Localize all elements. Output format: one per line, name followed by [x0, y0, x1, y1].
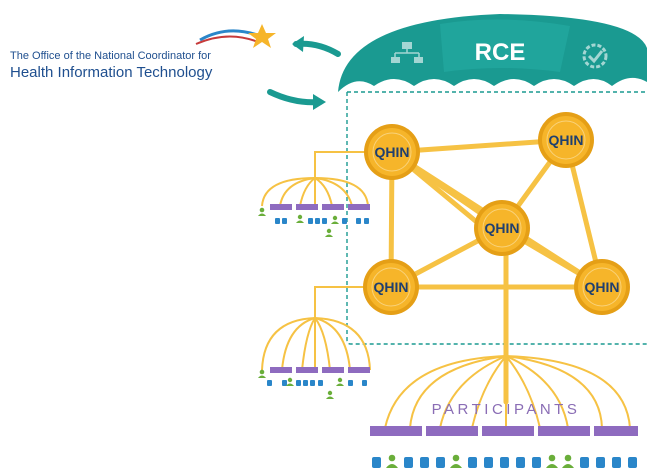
- qhin-links: [388, 137, 605, 405]
- participant-cluster-lower: [258, 317, 371, 399]
- participants-label: PARTICIPANTS: [432, 401, 581, 418]
- svg-text:QHIN: QHIN: [585, 279, 620, 295]
- svg-text:QHIN: QHIN: [549, 132, 584, 148]
- verified-badge-icon: [582, 43, 608, 69]
- rce-umbrella: [338, 14, 647, 92]
- arrow-to-rce: [267, 89, 323, 106]
- svg-text:QHIN: QHIN: [375, 144, 410, 160]
- rce-label: RCE: [475, 39, 526, 66]
- qhin-node-bottom-left: QHIN: [363, 259, 419, 315]
- onc-logo-line2: Health Information Technology: [10, 64, 213, 81]
- org-chart-icon: [391, 42, 423, 63]
- svg-text:QHIN: QHIN: [485, 220, 520, 236]
- participant-cluster-upper: [258, 177, 370, 237]
- qhin-node-top-right: QHIN: [538, 112, 594, 168]
- qhin-node-center: QHIN: [474, 200, 530, 256]
- network-boundary: [346, 91, 647, 345]
- qhin-node-top-left: QHIN: [364, 124, 420, 180]
- star-icon: [248, 24, 276, 48]
- onc-logo: [195, 24, 276, 48]
- participants-row: [370, 426, 638, 468]
- onc-logo-line1: The Office of the National Coordinator f…: [10, 50, 211, 62]
- qhin-node-bottom-right: QHIN: [574, 259, 630, 315]
- svg-text:QHIN: QHIN: [374, 279, 409, 295]
- participants-fan: [384, 355, 631, 429]
